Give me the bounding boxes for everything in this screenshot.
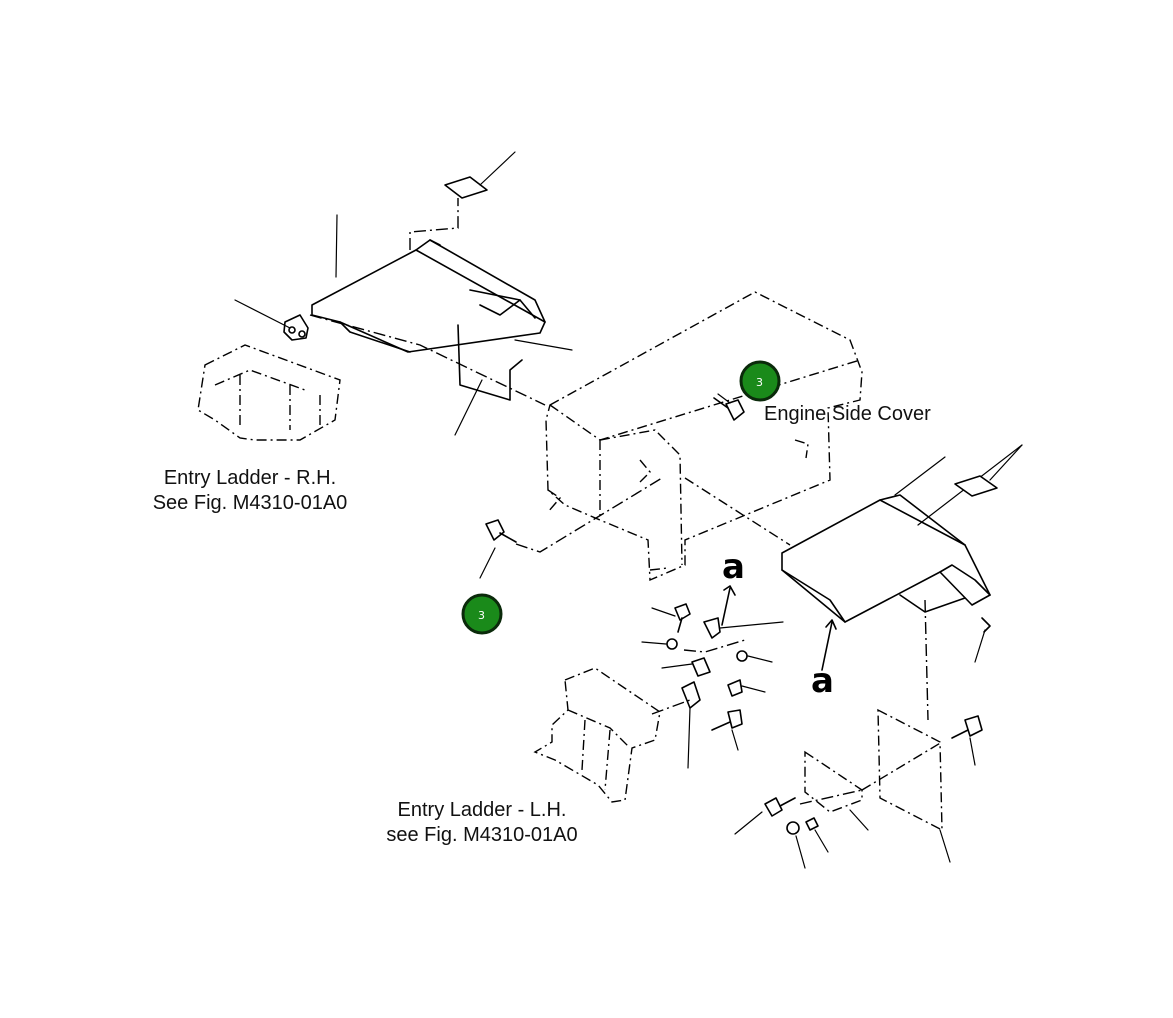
detail-letter-lower: a xyxy=(811,661,834,701)
fastener-cluster xyxy=(641,603,784,769)
detail-a-lower-group: a xyxy=(811,619,837,701)
engine-side-cover-label: Engine Side Cover xyxy=(764,403,931,425)
callout-3-upper-number: 3 xyxy=(756,376,763,389)
entry-ladder-rh-outline xyxy=(197,344,341,441)
detail-a-upper-group: a xyxy=(721,547,745,626)
rh-step-cover xyxy=(311,151,573,436)
entry-ladder-lh-line1: Entry Ladder - L.H. xyxy=(397,799,567,821)
lh-step-cover xyxy=(781,444,1023,721)
callout-3-upper[interactable]: 3 xyxy=(739,360,781,402)
detail-letter-upper: a xyxy=(722,547,745,587)
callout-3-lower[interactable]: 3 xyxy=(461,593,503,635)
rh-ladder-bracket xyxy=(234,299,546,406)
entry-ladder-rh-label: Entry Ladder - R.H. See Fig. M4310-01A0 xyxy=(148,466,352,516)
entry-ladder-rh-line2: See Fig. M4310-01A0 xyxy=(152,492,348,514)
lower-guard-plates xyxy=(734,708,983,869)
cover-bolt-upper xyxy=(713,393,745,421)
entry-ladder-lh-outline xyxy=(533,667,661,803)
callout-3-lower-number: 3 xyxy=(478,609,485,622)
entry-ladder-lh-label: Entry Ladder - L.H. see Fig. M4310-01A0 xyxy=(380,798,584,848)
cover-bolt-lower xyxy=(479,477,663,579)
entry-ladder-rh-line1: Entry Ladder - R.H. xyxy=(163,467,337,489)
entry-ladder-lh-line2: see Fig. M4310-01A0 xyxy=(386,824,578,846)
